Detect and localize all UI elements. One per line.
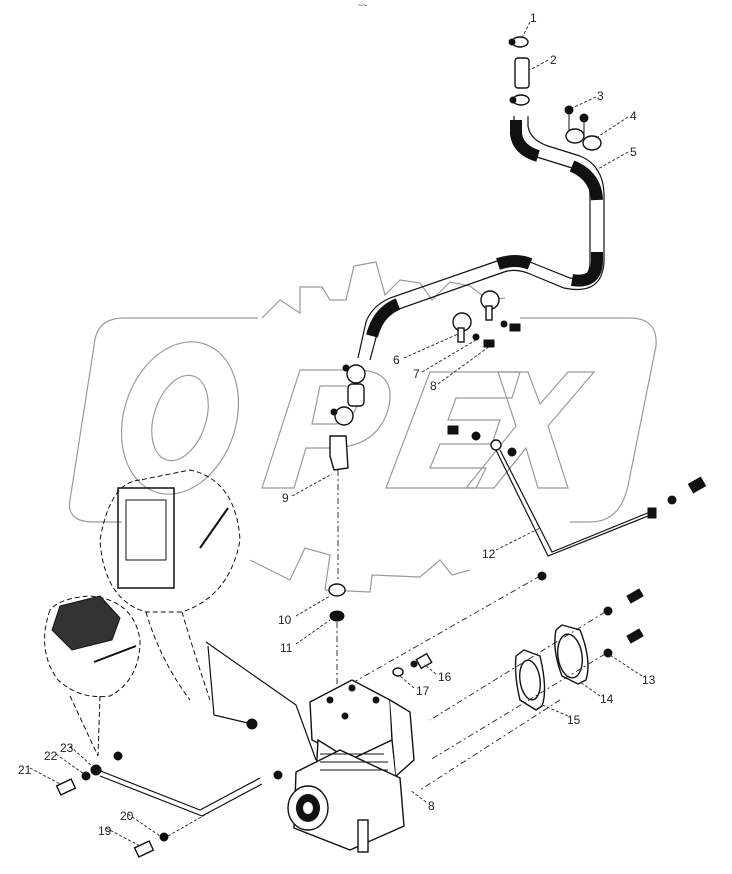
lower-pipes <box>55 641 317 858</box>
callout-7: 7 <box>413 367 420 381</box>
callout-5: 5 <box>630 145 637 159</box>
discharge-hose-assembly <box>328 36 605 690</box>
callout-18: 8 <box>428 799 435 813</box>
header-mark: ~~ <box>358 1 368 10</box>
callout-12: 12 <box>482 547 496 561</box>
callout-19: 19 <box>98 824 112 838</box>
opex-watermark <box>68 261 657 593</box>
callout-21: 21 <box>18 763 32 777</box>
callout-4: 4 <box>630 109 637 123</box>
callout-16: 16 <box>438 670 452 684</box>
callout-8: 8 <box>430 379 437 393</box>
callout-20: 20 <box>120 809 134 823</box>
fittings-16-17 <box>392 652 433 677</box>
gaskets <box>419 588 644 791</box>
callout-2: 2 <box>550 53 557 67</box>
detail-views <box>44 469 241 757</box>
callout-1: 1 <box>530 11 537 25</box>
callout-22: 22 <box>44 749 58 763</box>
callout-11: 11 <box>280 641 293 655</box>
callout-15: 15 <box>567 713 581 727</box>
callout-14: 14 <box>600 692 614 706</box>
callout-6: 6 <box>393 353 400 367</box>
pipe-12 <box>339 425 707 691</box>
leader-lines <box>29 21 643 847</box>
callout-labels: 1 2 3 4 5 6 7 8 9 10 11 12 13 14 15 16 1… <box>18 11 656 838</box>
callout-23: 23 <box>60 741 74 755</box>
callout-13: 13 <box>642 673 656 687</box>
callout-3: 3 <box>597 89 604 103</box>
callout-17: 17 <box>416 684 430 698</box>
callout-9: 9 <box>282 491 289 505</box>
callout-10: 10 <box>278 613 292 627</box>
air-compressor <box>273 679 415 853</box>
